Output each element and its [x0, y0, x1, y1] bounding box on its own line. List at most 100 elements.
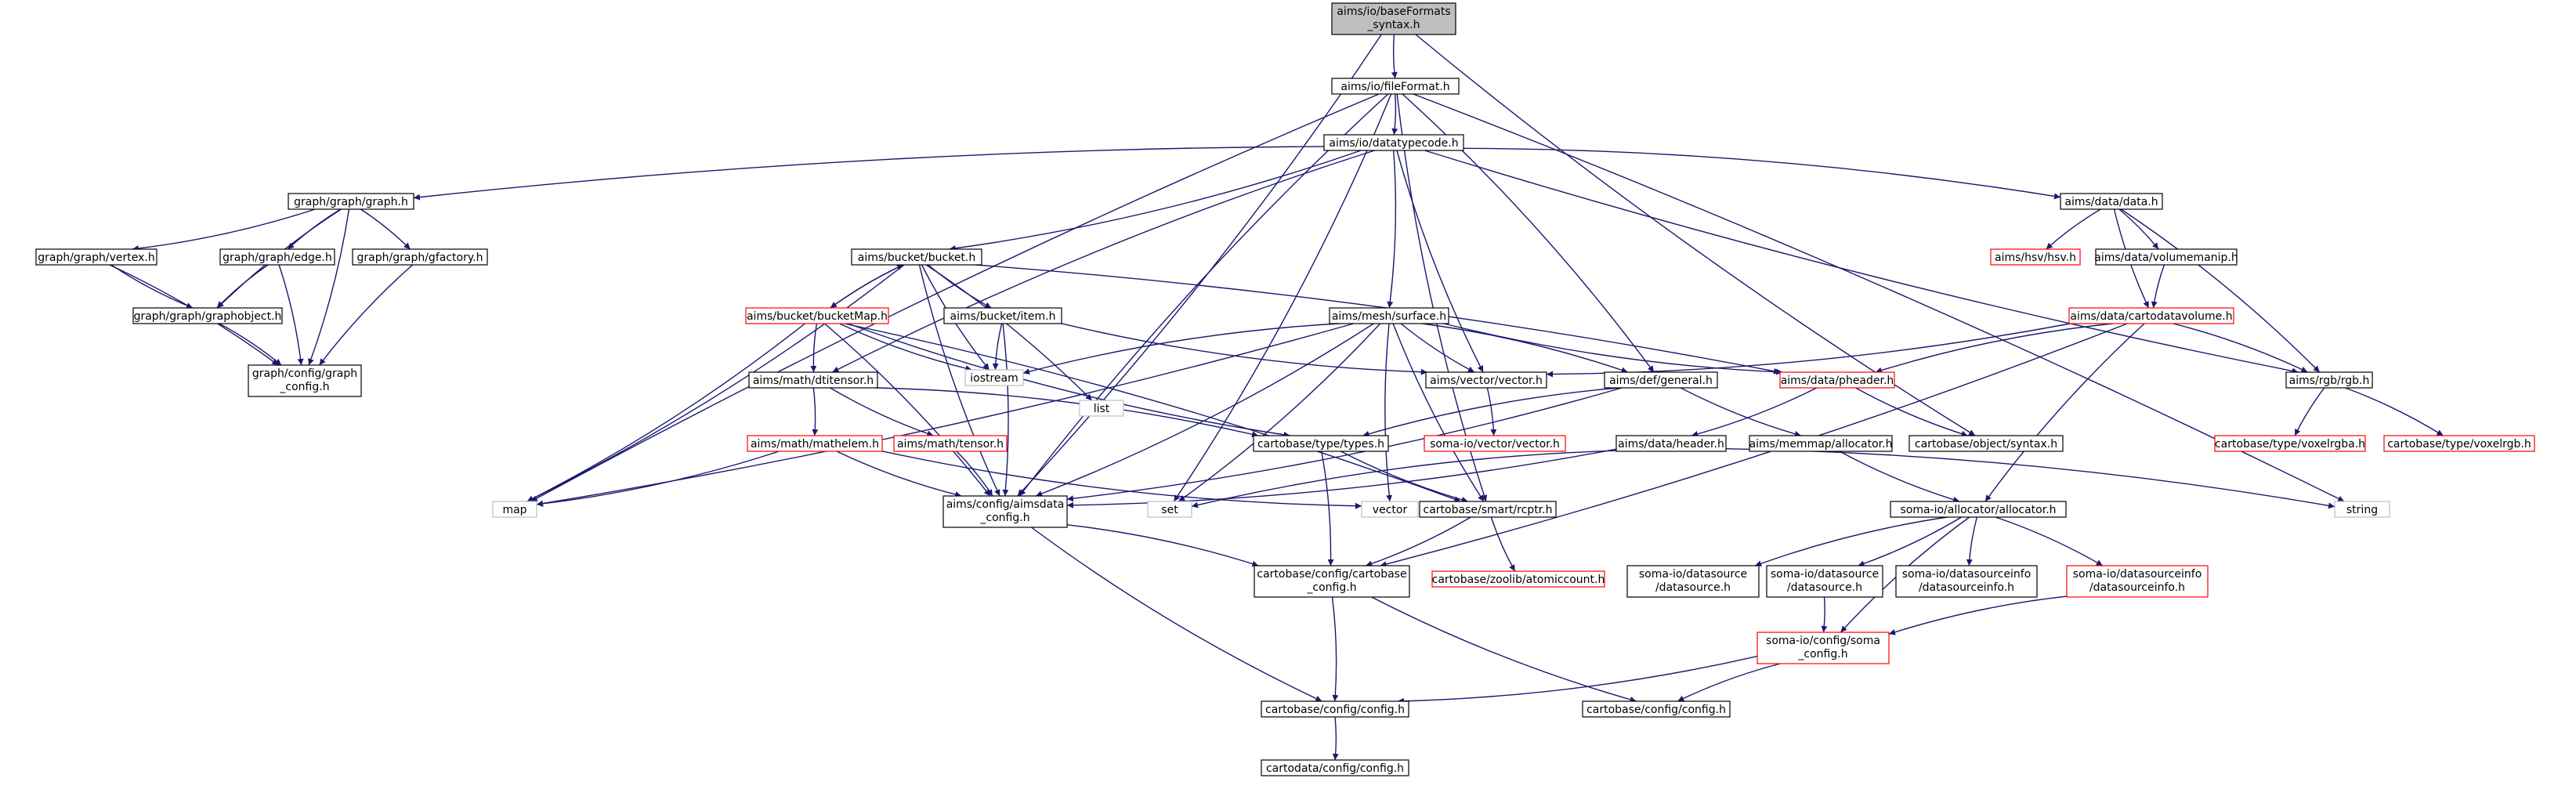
- edge-somaallocator-to-somadsinfo1: [1966, 516, 1978, 566]
- node-box: [2060, 193, 2163, 210]
- node-rgb[interactable]: aims/rgb/rgb.h: [2285, 371, 2373, 389]
- edge-surface-to-vector: [1384, 323, 1393, 502]
- node-somaallocator[interactable]: soma-io/allocator/allocator.h: [1890, 501, 2067, 518]
- node-label: aims/config/aimsdata: [946, 498, 1065, 511]
- node-label: graph/graph/graph.h: [294, 196, 408, 208]
- edge-tensor-to-aimsdataconfig: [956, 451, 993, 497]
- node-mathelem[interactable]: aims/math/mathelem.h: [747, 435, 883, 452]
- node-cartodatavolume[interactable]: aims/data/cartodatavolume.h: [2068, 307, 2234, 324]
- node-box: [248, 364, 362, 397]
- node-basefmt[interactable]: aims/io/baseFormats_syntax.h: [1331, 2, 1456, 35]
- node-label: map: [502, 504, 526, 516]
- node-set[interactable]: set: [1147, 501, 1192, 518]
- node-label: /datasourceinfo.h: [1919, 581, 2014, 594]
- node-cbconfigh2[interactable]: cartobase/config/config.h: [1582, 700, 1731, 718]
- edge-basefmt-to-fileformat: [1391, 34, 1398, 79]
- node-surface[interactable]: aims/mesh/surface.h: [1329, 307, 1449, 324]
- node-voxelrgb[interactable]: cartobase/type/voxelrgb.h: [2383, 435, 2535, 452]
- node-label: soma-io/vector/vector.h: [1430, 438, 1560, 451]
- node-label: _config.h: [1797, 648, 1847, 661]
- node-cbconfig[interactable]: cartobase/config/cartobase_config.h: [1254, 565, 1410, 598]
- node-vertex[interactable]: graph/graph/vertex.h: [35, 248, 157, 266]
- node-somaconfig[interactable]: soma-io/config/soma_config.h: [1757, 632, 1890, 664]
- node-defgeneral[interactable]: aims/def/general.h: [1604, 371, 1718, 389]
- node-box: [1895, 565, 2038, 598]
- node-box: [1323, 134, 1464, 151]
- node-memmap[interactable]: aims/memmap/allocator.h: [1749, 435, 1893, 452]
- node-datatypecode[interactable]: aims/io/datatypecode.h: [1323, 134, 1464, 151]
- node-bucketmap[interactable]: aims/bucket/bucketMap.h: [745, 307, 889, 324]
- node-box: [2214, 435, 2366, 452]
- node-vectorvec[interactable]: aims/vector/vector.h: [1425, 371, 1547, 389]
- node-label: /datasource.h: [1655, 581, 1731, 594]
- node-atomiccount[interactable]: cartobase/zoolib/atomiccount.h: [1431, 570, 1605, 588]
- node-box: [1779, 371, 1895, 389]
- node-label: _syntax.h: [1366, 19, 1420, 31]
- node-somads1[interactable]: soma-io/datasource/datasource.h: [1626, 565, 1760, 598]
- edge-header-to-aimsdataconfig: [1066, 448, 1617, 509]
- edge-somaconfig-to-cbconfigh2: [1677, 663, 1781, 702]
- edge-rgb-to-voxelrgba: [2294, 387, 2325, 436]
- node-box: [2066, 565, 2209, 598]
- node-datadata[interactable]: aims/data/data.h: [2060, 193, 2163, 210]
- node-bucket[interactable]: aims/bucket/bucket.h: [851, 248, 982, 266]
- node-vector[interactable]: vector: [1361, 501, 1419, 518]
- node-label: aims/math/tensor.h: [897, 438, 1004, 451]
- edge-somadsinfo2-to-somaconfig: [1888, 595, 2068, 635]
- edge-rcptr-to-cbconfig: [1366, 516, 1471, 567]
- edge-aimsdataconfig-to-cbconfig: [1066, 524, 1259, 567]
- node-cdconfigh[interactable]: cartodata/config/config.h: [1261, 759, 1409, 776]
- node-box: [1329, 307, 1449, 324]
- node-box: [748, 371, 878, 389]
- edge-defgeneral-to-aimsdataconfig: [1066, 387, 1623, 502]
- node-box: [851, 248, 982, 266]
- node-aimsdataconfig[interactable]: aims/config/aimsdata_config.h: [942, 495, 1068, 528]
- edge-volumemanip-to-cartodatavolume: [2151, 264, 2165, 309]
- node-label: soma-io/datasource: [1639, 568, 1747, 581]
- edge-pheader-to-header: [1691, 387, 1818, 437]
- edge-bucket-to-aimsdataconfig: [918, 264, 1000, 497]
- node-volumemanip[interactable]: aims/data/volumemanip.h: [2094, 248, 2238, 266]
- edge-datatypecode-to-rgb: [1424, 150, 2299, 375]
- node-box: [2383, 435, 2535, 452]
- node-fileformat[interactable]: aims/io/fileFormat.h: [1331, 78, 1460, 95]
- node-iostream[interactable]: iostream: [964, 369, 1024, 386]
- node-bucketitem[interactable]: aims/bucket/item.h: [943, 307, 1062, 324]
- edge-defgeneral-to-types: [1362, 387, 1619, 437]
- node-somads2[interactable]: soma-io/datasource/datasource.h: [1766, 565, 1883, 598]
- node-voxelrgba[interactable]: cartobase/type/voxelrgba.h: [2214, 435, 2366, 452]
- node-string[interactable]: string: [2334, 501, 2390, 518]
- node-label: cartobase/type/voxelrgba.h: [2215, 438, 2365, 451]
- node-rcptr[interactable]: cartobase/smart/rcptr.h: [1419, 501, 1557, 518]
- edge-cartodatavolume-to-pheader: [1875, 323, 2114, 374]
- edge-datatypecode-to-bucket: [949, 150, 1362, 252]
- node-label: graph/graph/graphobject.h: [134, 310, 282, 323]
- node-label: aims/mesh/surface.h: [1332, 310, 1446, 323]
- node-graph[interactable]: graph/graph/graph.h: [288, 193, 414, 210]
- edge-edge-to-graphobject: [216, 264, 269, 309]
- node-graphobject[interactable]: graph/graph/graphobject.h: [132, 307, 283, 324]
- node-hsv[interactable]: aims/hsv/hsv.h: [1990, 248, 2081, 266]
- node-somadsinfo1[interactable]: soma-io/datasourceinfo/datasourceinfo.h: [1895, 565, 2038, 598]
- node-label: cartobase/config/config.h: [1265, 704, 1405, 716]
- node-objsyntax[interactable]: cartobase/object/syntax.h: [1908, 435, 2064, 452]
- node-somadsinfo2[interactable]: soma-io/datasourceinfo/datasourceinfo.h: [2066, 565, 2209, 598]
- node-edge[interactable]: graph/graph/edge.h: [219, 248, 335, 266]
- edge-datadata-to-hsv: [2046, 208, 2101, 250]
- node-label: cartobase/config/cartobase: [1257, 568, 1406, 581]
- node-types[interactable]: cartobase/type/types.h: [1253, 435, 1389, 452]
- node-box: [1261, 700, 1409, 718]
- node-dtitensor[interactable]: aims/math/dtitensor.h: [748, 371, 878, 389]
- node-graphconfig[interactable]: graph/config/graph_config.h: [248, 364, 362, 397]
- node-pheader[interactable]: aims/data/pheader.h: [1779, 371, 1895, 389]
- edge-bucketitem-to-vectorvec: [1061, 323, 1427, 375]
- node-somavector[interactable]: soma-io/vector/vector.h: [1424, 435, 1566, 452]
- edge-bucketmap-to-map: [526, 323, 805, 502]
- node-header[interactable]: aims/data/header.h: [1615, 435, 1727, 452]
- node-cbconfigh[interactable]: cartobase/config/config.h: [1261, 700, 1409, 718]
- node-gfactory[interactable]: graph/graph/gfactory.h: [352, 248, 488, 266]
- node-box: [943, 307, 1062, 324]
- node-map[interactable]: map: [492, 501, 537, 518]
- node-tensor[interactable]: aims/math/tensor.h: [893, 435, 1008, 452]
- node-list[interactable]: list: [1079, 400, 1124, 417]
